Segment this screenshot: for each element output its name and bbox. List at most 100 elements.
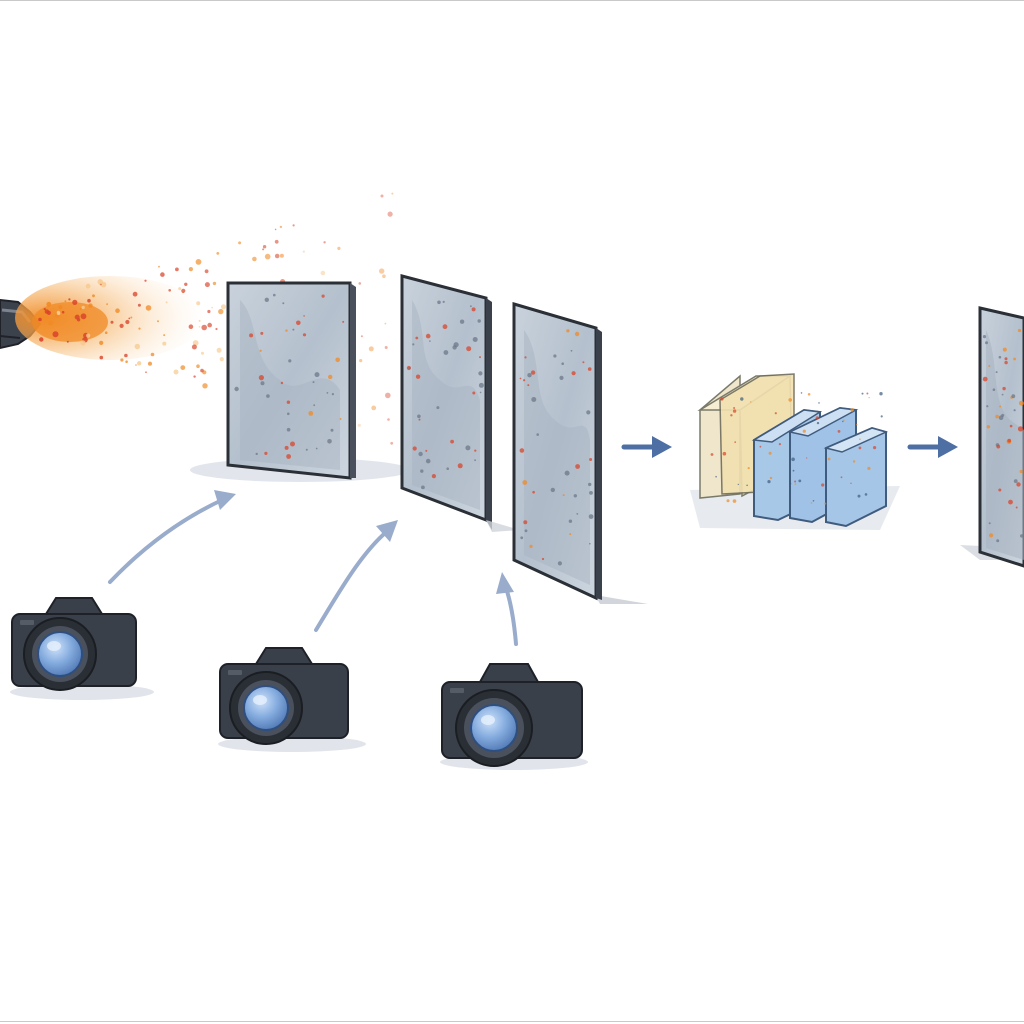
spray-speck: [218, 308, 224, 315]
stack-speck: [859, 438, 861, 441]
panel-speck: [519, 448, 525, 453]
panel-speck: [588, 482, 592, 487]
panel-speck: [573, 494, 577, 498]
spray-speck: [158, 265, 160, 268]
spray-speck: [48, 320, 53, 326]
spray-speck: [212, 281, 217, 286]
panel-speck: [575, 464, 580, 469]
stack-speck: [812, 500, 815, 502]
spray-speck: [238, 241, 242, 245]
stack-speck: [856, 424, 858, 426]
speckle-panel-icon: [190, 281, 410, 482]
panel-speck: [415, 336, 419, 340]
spray-speck: [137, 303, 141, 307]
stack-speck: [750, 401, 752, 403]
spray-speck: [180, 365, 186, 370]
spray-speck: [202, 383, 208, 389]
spray-speck: [337, 246, 341, 250]
spray-speck: [160, 272, 165, 277]
stack-speck: [792, 469, 795, 472]
panel-speck: [286, 427, 291, 432]
spray-speck: [66, 340, 69, 343]
panel-speck: [342, 320, 345, 323]
stack-speck: [778, 443, 782, 446]
stack-speck: [789, 482, 792, 485]
spray-speck: [99, 340, 104, 345]
panel-speck: [524, 356, 527, 359]
stack-speck: [788, 398, 792, 402]
spray-speck: [216, 347, 222, 353]
panel-speck: [568, 519, 573, 523]
panel-speck: [286, 454, 291, 459]
spray-speck: [72, 299, 78, 305]
panel-speck: [431, 474, 436, 479]
spray-speck: [130, 316, 133, 319]
panel-speck: [425, 458, 431, 464]
spray-speck: [188, 324, 194, 330]
spray-speck: [264, 253, 271, 260]
stack-speck: [737, 483, 739, 486]
spray-speck: [68, 298, 71, 301]
panel-speck: [532, 490, 535, 494]
spray-speck: [162, 341, 167, 346]
spray-speck: [211, 306, 213, 309]
panel-speck: [1002, 347, 1007, 352]
panel-speck: [529, 544, 533, 549]
panel-speck: [273, 293, 276, 297]
spray-speck: [200, 368, 204, 373]
stack-speck: [733, 407, 736, 409]
spray-speck: [357, 423, 361, 427]
panel-speck: [315, 447, 318, 450]
panel-speck: [996, 444, 1001, 449]
arrow-camera-1-to-panel-1: [108, 490, 236, 584]
spray-speck: [384, 322, 387, 325]
stack-speck: [818, 402, 820, 404]
panel-speck: [249, 333, 254, 338]
panel-speck: [466, 346, 472, 352]
panel-speck: [425, 333, 431, 339]
spray-speck: [145, 305, 152, 311]
panel-speck: [588, 514, 594, 519]
panel-speck: [280, 381, 284, 385]
stack-speck: [852, 460, 856, 463]
spray-speck: [359, 359, 363, 363]
spray-speck: [115, 308, 120, 314]
stack-speck: [732, 409, 737, 413]
panel-speck: [421, 485, 425, 490]
camera-icon: [10, 597, 154, 700]
stack-speck: [850, 408, 854, 412]
spray-speck: [125, 319, 130, 325]
spray-speck: [382, 274, 386, 279]
panel-speck: [327, 439, 332, 444]
panel-speck: [420, 469, 424, 473]
panel-speck: [550, 487, 555, 493]
spray-speck: [192, 340, 199, 346]
stack-speck: [722, 451, 727, 456]
panel-speck: [292, 328, 295, 331]
panel-speck: [1001, 393, 1004, 396]
spray-speck: [204, 282, 210, 288]
spray-speck: [120, 358, 124, 362]
panel-speck: [524, 529, 528, 533]
panel-speck: [442, 300, 445, 303]
panel-speck: [335, 357, 341, 363]
panel-speck: [553, 354, 557, 358]
panel-speck: [988, 522, 991, 525]
spray-speck: [207, 322, 212, 328]
panel-speck: [408, 366, 411, 370]
panel-speck: [1013, 479, 1018, 483]
spray-speck: [74, 314, 80, 320]
spray-speck: [80, 340, 86, 346]
panel-speck: [412, 343, 415, 346]
spray-speck: [196, 364, 200, 369]
panel-speck: [282, 302, 285, 305]
panel-speck: [474, 459, 476, 462]
panel-speck: [412, 446, 417, 451]
panel-speck: [457, 463, 463, 469]
spray-speck: [360, 335, 363, 338]
spray-speck: [323, 241, 326, 244]
spray-speck: [46, 310, 52, 315]
stack-speck: [747, 467, 750, 470]
spray-speck: [219, 357, 224, 362]
panel-speck: [259, 349, 262, 352]
